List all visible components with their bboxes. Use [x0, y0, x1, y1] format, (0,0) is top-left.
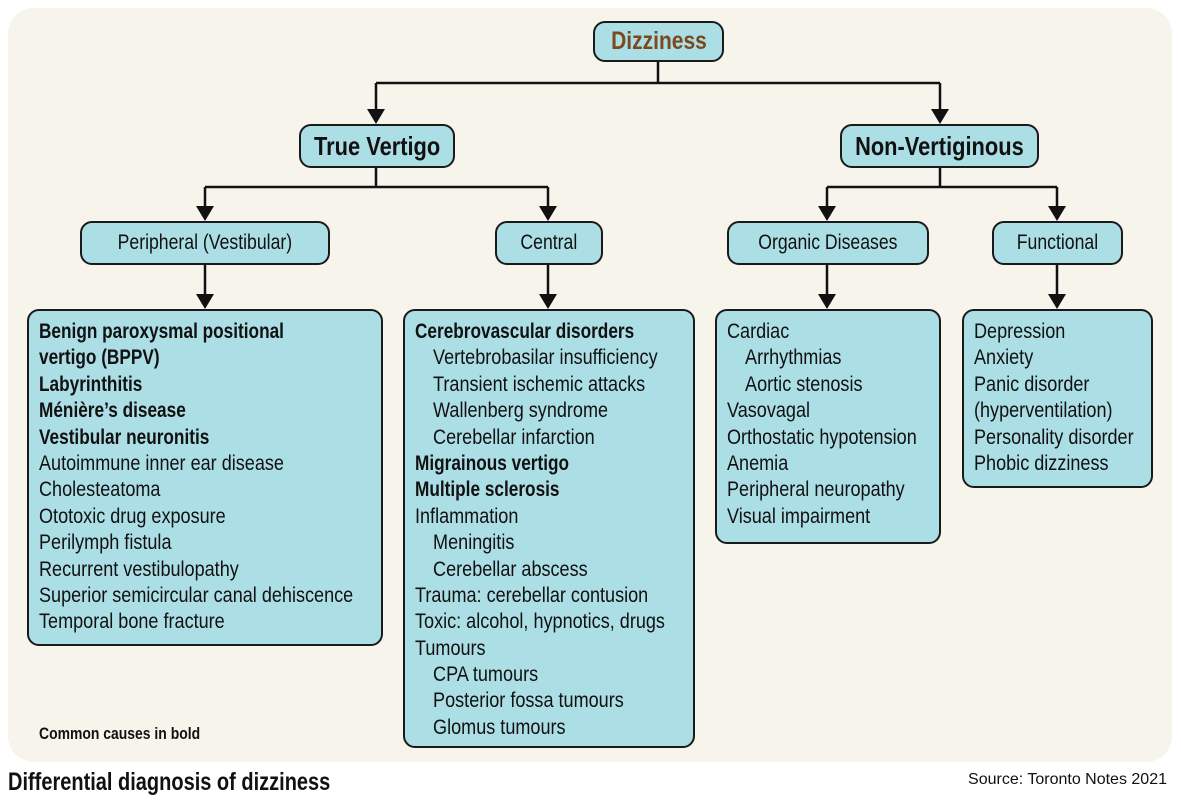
list-item: Panic disorder: [974, 372, 1090, 396]
list-item: Autoimmune inner ear disease: [39, 451, 284, 475]
list-item: Multiple sclerosis: [415, 478, 560, 502]
list-item: Temporal bone fracture: [39, 610, 225, 634]
list-item: Aortic stenosis: [745, 372, 863, 396]
node-central: Central: [495, 221, 603, 265]
list-item: Glomus tumours: [433, 715, 566, 739]
list-item: Trauma: cerebellar contusion: [415, 583, 649, 607]
connector-root: [374, 61, 942, 110]
list-item: Orthostatic hypotension: [727, 425, 917, 449]
node-peripheral-vestibular: Peripheral (Vestibular): [80, 221, 330, 265]
list-item: Tumours: [415, 636, 486, 660]
list-item: Vertebrobasilar insufficiency: [433, 346, 658, 370]
figure-caption: Differential diagnosis of dizziness: [8, 768, 331, 796]
list-item: Toxic: alcohol, hypnotics, drugs: [415, 610, 665, 634]
list-item: Superior semicircular canal dehiscence: [39, 583, 354, 607]
list-item: Cerebrovascular disorders: [415, 320, 635, 343]
arrowhead-peripheral: [196, 206, 214, 221]
node-true-vertigo: True Vertigo: [299, 124, 455, 168]
node-non-vertiginous: Non-Vertiginous: [840, 124, 1039, 168]
arrowhead-organic: [818, 206, 836, 221]
node-dizziness: Dizziness: [593, 21, 724, 62]
legend-note: Common causes in bold: [39, 724, 201, 743]
list-item: Wallenberg syndrome: [433, 399, 609, 423]
list-item: CPA tumours: [433, 663, 539, 687]
arrowhead-central-list: [539, 294, 557, 309]
node-label: Central: [520, 231, 578, 254]
list-item: Cholesteatoma: [39, 478, 161, 502]
list-item: Vestibular neuronitis: [39, 425, 210, 449]
list-item: Recurrent vestibulopathy: [39, 557, 239, 581]
list-item: Migrainous vertigo: [415, 451, 570, 475]
list-item: Visual impairment: [727, 504, 871, 528]
node-label: Dizziness: [610, 27, 707, 55]
node-label: Peripheral (Vestibular): [117, 231, 293, 254]
node-label: Organic Diseases: [758, 231, 898, 254]
node-functional: Functional: [992, 221, 1123, 265]
node-label: True Vertigo: [313, 130, 441, 161]
list-item: Cerebellar infarction: [433, 425, 595, 449]
list-item: Anxiety: [974, 346, 1034, 370]
arrowhead-central: [539, 206, 557, 221]
connector-true-vertigo: [203, 167, 550, 207]
list-peripheral-causes: Benign paroxysmal positional vertigo (BPP…: [27, 309, 383, 646]
node-organic-diseases: Organic Diseases: [727, 221, 929, 265]
list-item: Labyrinthitis: [39, 372, 143, 396]
arrowhead-peripheral-list: [196, 294, 214, 309]
list-item: Meningitis: [433, 531, 515, 555]
list-item: Posterior fossa tumours: [433, 689, 624, 713]
arrowhead-non-vertiginous: [931, 109, 949, 124]
list-item: Transient ischemic attacks: [433, 372, 646, 396]
arrowhead-organic-list: [818, 294, 836, 309]
node-label: Non-Vertiginous: [855, 130, 1024, 161]
arrowhead-functional-list: [1048, 294, 1066, 309]
source-citation: Source: Toronto Notes 2021: [968, 771, 1167, 788]
arrowhead-functional: [1048, 206, 1066, 221]
list-item: Peripheral neuropathy: [727, 478, 905, 502]
arrowhead-true-vertigo: [367, 109, 385, 124]
list-item: Arrhythmias: [745, 346, 842, 370]
list-item: Anemia: [727, 451, 789, 475]
list-item: Cerebellar abscess: [433, 557, 588, 581]
list-item: Depression: [974, 320, 1066, 343]
list-item: Phobic dizziness: [974, 451, 1109, 475]
list-item: Ototoxic drug exposure: [39, 504, 226, 528]
list-item: Benign paroxysmal positional: [39, 320, 284, 343]
list-item: Inflammation: [415, 504, 519, 528]
node-label: Functional: [1016, 231, 1099, 254]
list-item: vertigo (BPPV): [39, 346, 160, 370]
connector-non-vertiginous: [825, 167, 1059, 207]
list-item: (hyperventilation): [974, 399, 1113, 423]
list-item: Vasovagal: [727, 399, 811, 423]
list-item: Cardiac: [727, 320, 790, 343]
list-item: Personality disorder: [974, 425, 1134, 449]
list-item: Ménière’s disease: [39, 399, 186, 423]
list-item: Perilymph fistula: [39, 531, 172, 555]
